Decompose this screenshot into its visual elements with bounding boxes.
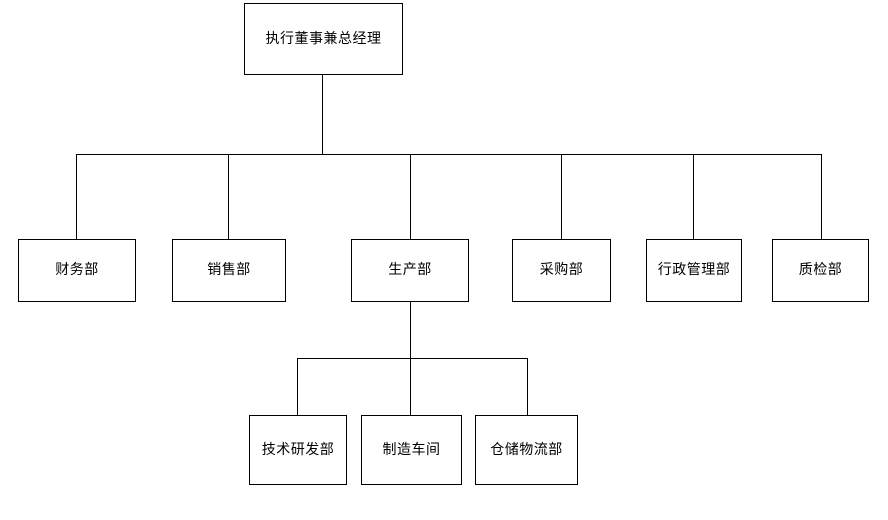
org-node-warehouse[interactable]: 仓储物流部 bbox=[475, 415, 578, 485]
connector-drop-workshop bbox=[410, 358, 411, 415]
org-node-sales-label: 销售部 bbox=[207, 262, 251, 279]
org-node-finance-label: 财务部 bbox=[55, 262, 99, 279]
org-node-root-label: 执行董事兼总经理 bbox=[265, 30, 382, 47]
connector-drop-sales bbox=[228, 154, 229, 239]
org-node-purchasing[interactable]: 采购部 bbox=[512, 239, 611, 302]
org-node-administration-label: 行政管理部 bbox=[657, 262, 731, 279]
connector-drop-production bbox=[410, 154, 411, 239]
connector-drop-quality bbox=[821, 154, 822, 239]
connector-level3-bus bbox=[297, 358, 528, 359]
connector-root-stem bbox=[322, 75, 323, 154]
connector-level2-bus bbox=[76, 154, 822, 155]
connector-drop-rnd bbox=[297, 358, 298, 415]
connector-drop-warehouse bbox=[527, 358, 528, 415]
org-node-quality-label: 质检部 bbox=[798, 262, 843, 279]
org-node-warehouse-label: 仓储物流部 bbox=[490, 441, 563, 458]
org-node-production-label: 生产部 bbox=[388, 262, 432, 279]
org-node-sales[interactable]: 销售部 bbox=[172, 239, 286, 302]
org-node-production[interactable]: 生产部 bbox=[351, 239, 469, 302]
org-node-workshop[interactable]: 制造车间 bbox=[361, 415, 462, 485]
org-node-purchasing-label: 采购部 bbox=[539, 262, 584, 279]
org-node-quality[interactable]: 质检部 bbox=[772, 239, 869, 302]
connector-production-stem bbox=[410, 302, 411, 358]
org-node-root[interactable]: 执行董事兼总经理 bbox=[244, 3, 403, 75]
org-node-rnd[interactable]: 技术研发部 bbox=[249, 415, 347, 485]
org-node-finance[interactable]: 财务部 bbox=[18, 239, 136, 302]
org-node-administration[interactable]: 行政管理部 bbox=[646, 239, 742, 302]
connector-drop-finance bbox=[76, 154, 77, 239]
connector-drop-purchasing bbox=[561, 154, 562, 239]
org-node-rnd-label: 技术研发部 bbox=[261, 441, 335, 458]
connector-drop-administration bbox=[693, 154, 694, 239]
org-node-workshop-label: 制造车间 bbox=[382, 441, 441, 458]
